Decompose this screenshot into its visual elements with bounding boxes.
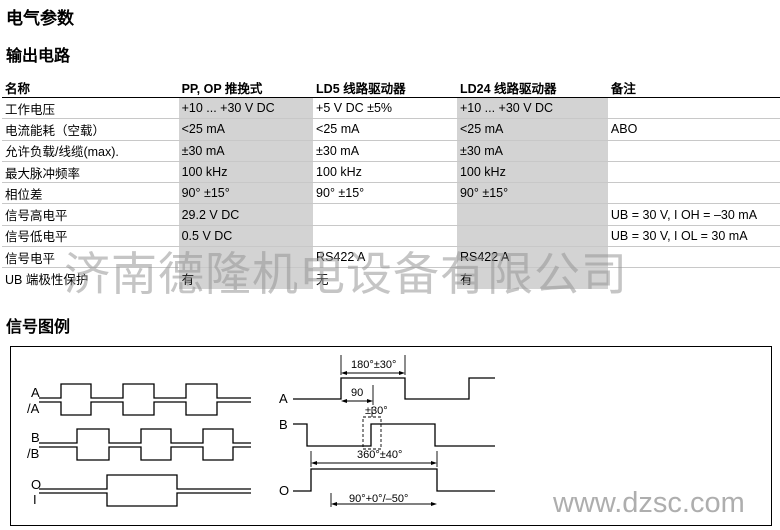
header-remarks: 备注 [607,78,780,98]
annotation-180: 180°±30° [351,359,397,371]
cell: 90° ±15° [456,182,608,205]
cell: RS422 A [313,246,457,269]
cell: 100 kHz [313,161,457,184]
cell: <25 mA [178,118,314,141]
waveform-right-b [293,423,495,447]
table-row: 最大脉冲频率 100 kHz 100 kHz 100 kHz [2,161,780,184]
label-right-o: O [279,483,290,498]
row-label: 允许负载/线缆(max). [2,140,179,162]
cell [178,246,314,269]
cell [313,203,457,226]
annotation-360: 360°±40° [357,449,403,461]
company-watermark: 济南德隆机电设备有限公司 [64,247,628,301]
cell: <25 mA [313,118,457,141]
cell [607,182,780,205]
waveform-o [39,474,251,490]
header-name: 名称 [2,78,179,98]
table-row: 相位差 90° ±15° 90° ±15° 90° ±15° [2,182,780,205]
row-label: 信号低电平 [2,225,179,248]
site-watermark: www.dzsc.com [553,487,745,519]
label-a-inv: /A [27,401,40,416]
row-label: 相位差 [2,182,179,205]
cell [607,97,780,120]
waveform-right-a [293,377,495,400]
spec-table: 名称 PP, OP 推挽式 LD5 线路驱动器 LD24 线路驱动器 备注 工作… [2,78,780,289]
waveform-a [39,383,251,399]
label-b-inv: /B [27,446,40,461]
table-header-row: 名称 PP, OP 推挽式 LD5 线路驱动器 LD24 线路驱动器 备注 [2,78,780,98]
cell [607,140,780,162]
signal-diagram: A /A B /B O I A B O 180°±30° 90 ±30° 360… [10,346,772,526]
label-o: O [31,477,42,492]
cell: +5 V DC ±5% [313,97,457,120]
waveform-o-inv [39,492,251,507]
table-row: 允许负载/线缆(max). ±30 mA ±30 mA ±30 mA [2,140,780,162]
cell [608,268,780,289]
table-row: UB 端极性保护 有 无 有 [2,267,780,289]
label-i: I [33,492,37,507]
row-label: 信号电平 [2,246,179,269]
output-circuit-heading: 输出电路 [6,46,71,65]
cell: UB = 30 V, I OH = –30 mA [607,203,780,226]
signal-diagram-heading: 信号图例 [6,317,71,336]
row-label: UB 端极性保护 [5,273,89,288]
cell: 有 [456,267,608,289]
waveform-svg [39,355,495,507]
cell: 有 [178,267,314,289]
cell: +10 ... +30 V DC [178,97,314,120]
header-ld5: LD5 线路驱动器 [313,78,457,98]
cell: 无 [316,273,329,288]
waveform-b-inv [39,446,251,461]
annotation-zero-width: 90°+0°/–50° [349,493,409,505]
cell: +10 ... +30 V DC [456,97,608,120]
cell: RS422 A [456,246,608,269]
cell: 100 kHz [178,161,314,184]
table-row: 电流能耗（空载） <25 mA <25 mA <25 mA ABO [2,118,780,141]
table-row: 工作电压 +10 ... +30 V DC +5 V DC ±5% +10 ..… [2,97,780,120]
label-right-a: A [279,391,288,406]
annotation-90: 90 [351,387,364,399]
cell: ±30 mA [313,140,457,162]
cell: 90° ±15° [178,182,314,205]
cell: UB = 30 V, I OL = 30 mA [607,225,780,248]
cell [607,161,780,184]
cell [456,225,608,248]
cell: 29.2 V DC [178,203,314,226]
header-pp-op: PP, OP 推挽式 [178,78,314,98]
waveform-b [39,428,251,444]
label-right-b: B [279,417,288,432]
cell: ±30 mA [456,140,608,162]
table-row: 信号低电平 0.5 V DC UB = 30 V, I OL = 30 mA [2,225,780,248]
waveform-right-o [293,468,495,492]
cell: <25 mA [456,118,608,141]
cell: ±30 mA [178,140,314,162]
waveform-a-inv [39,401,251,416]
row-label: 最大脉冲频率 [2,161,179,184]
table-row: 信号电平 RS422 A RS422 A [2,246,780,269]
label-a: A [31,385,40,400]
cell [456,203,608,226]
annotation-phase-tol: ±30° [365,405,388,417]
row-label: 信号高电平 [2,203,179,226]
header-ld24: LD24 线路驱动器 [456,78,608,98]
row-label: 电流能耗（空载） [2,118,179,141]
row-label: 工作电压 [2,97,179,120]
cell [607,246,780,269]
cell: 100 kHz [456,161,608,184]
cell [313,225,457,248]
cell: ABO [607,118,780,141]
cell: 0.5 V DC [178,225,314,248]
electrical-parameters-heading: 电气参数 [6,9,74,29]
table-row: 信号高电平 29.2 V DC UB = 30 V, I OH = –30 mA [2,203,780,226]
label-b: B [31,430,40,445]
cell: 90° ±15° [313,182,457,205]
